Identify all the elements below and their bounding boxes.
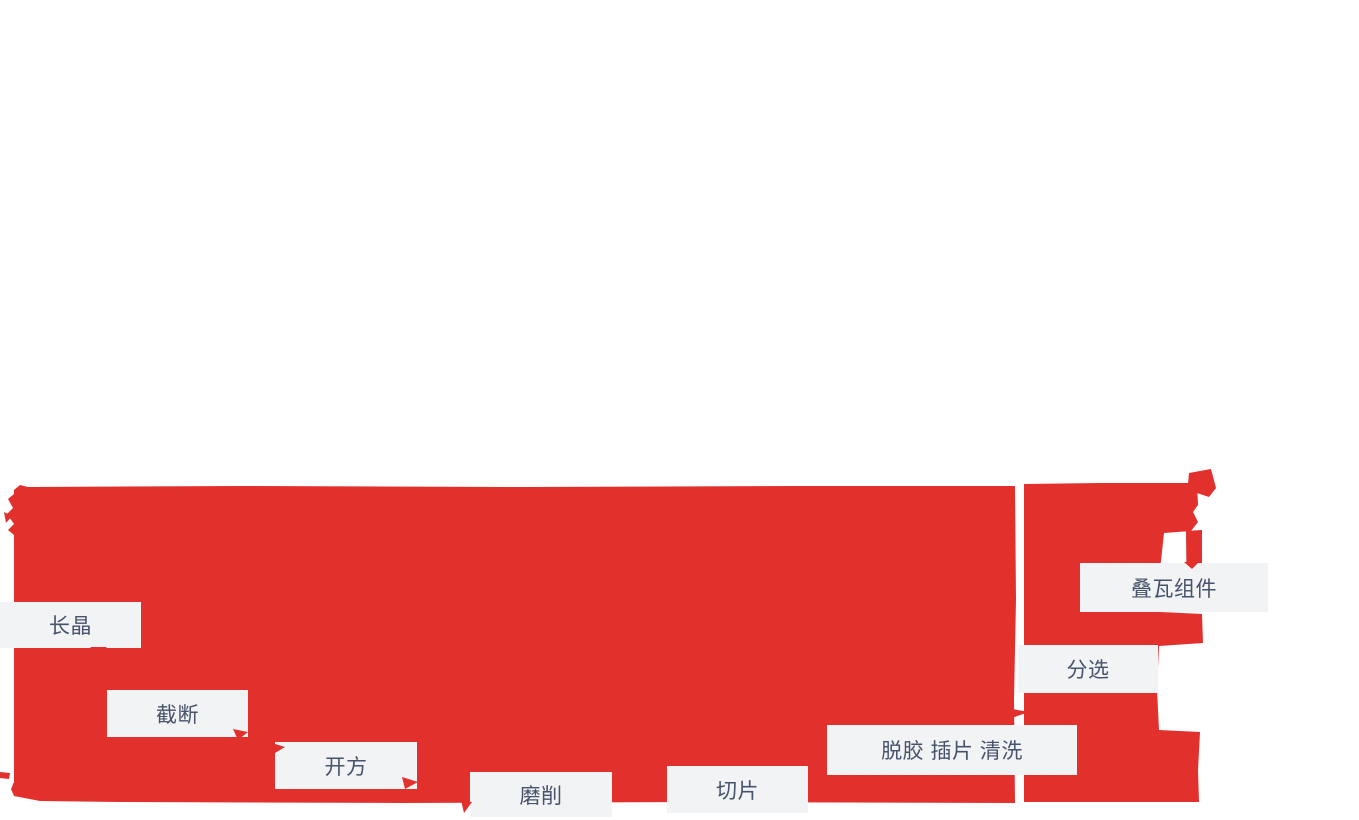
step-label-grinding: 磨削 bbox=[470, 772, 612, 817]
step-label-cropping: 截断 bbox=[107, 690, 248, 737]
step-label-shingled-module: 叠瓦组件 bbox=[1080, 563, 1268, 612]
step-label-crystal-growth: 长晶 bbox=[0, 602, 141, 648]
red-flow-right-shape bbox=[1024, 483, 1203, 802]
torn-corner-blob bbox=[1188, 469, 1216, 497]
step-label-slicing: 切片 bbox=[667, 766, 808, 813]
step-label-degum-insert-clean: 脱胶 插片 清洗 bbox=[827, 725, 1077, 775]
red-flow-main-shape bbox=[7, 485, 1016, 803]
step-label-sorting: 分选 bbox=[1018, 645, 1158, 693]
step-label-squaring: 开方 bbox=[275, 742, 417, 789]
